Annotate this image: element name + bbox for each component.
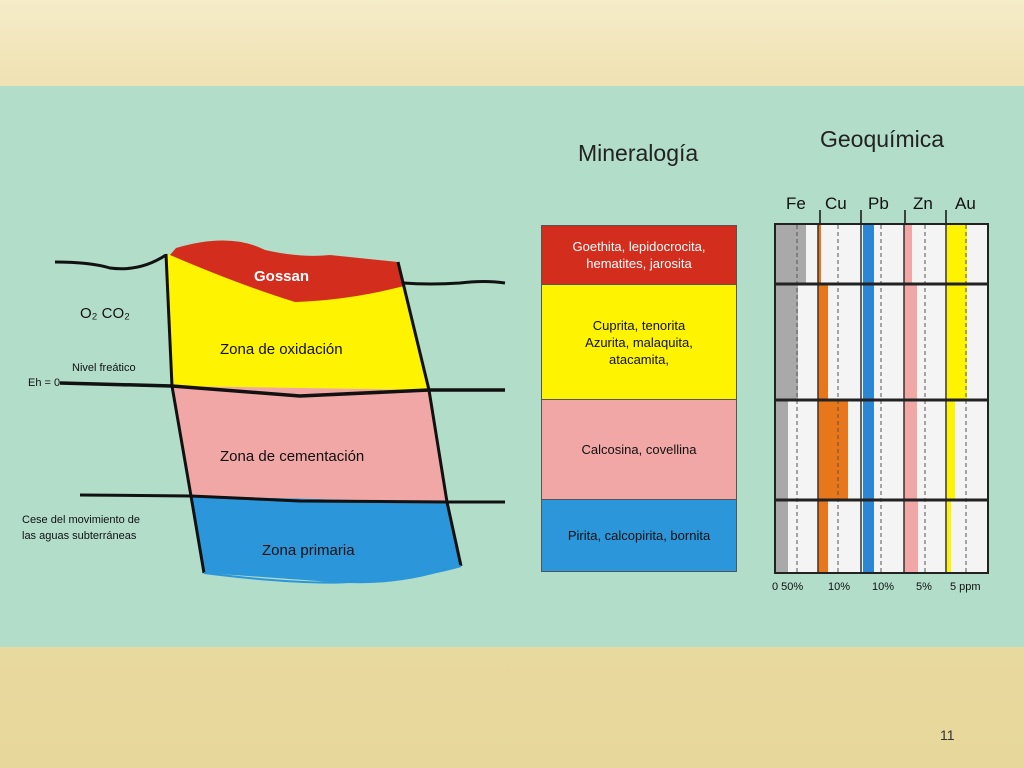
scale-label-cu: 10% (828, 581, 850, 593)
scale-label-fe: 0 50% (772, 581, 803, 593)
scale-label-pb: 10% (872, 581, 894, 593)
scale-label-zn: 5% (916, 581, 932, 593)
scale-label-au: 5 ppm (950, 581, 981, 593)
page-number: 11 (940, 727, 955, 743)
